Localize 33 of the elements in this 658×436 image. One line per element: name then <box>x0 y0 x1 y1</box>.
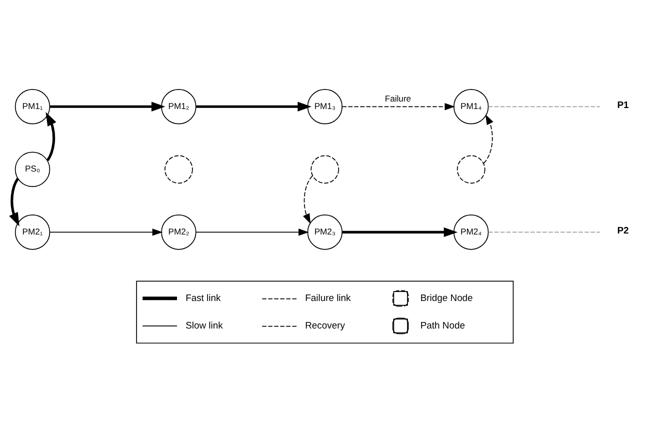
legend-label: Failure link <box>305 292 351 304</box>
node-circle: PS₀ <box>14 152 50 188</box>
node-circle <box>456 155 486 184</box>
legend-label: Path Node <box>420 320 465 332</box>
arrow <box>46 112 56 162</box>
node-circle: PM1₂ <box>161 89 196 124</box>
legend-label: Fast link <box>186 292 221 304</box>
arrow <box>483 114 494 164</box>
legend-label: Recovery <box>305 320 345 332</box>
arrow <box>50 102 166 112</box>
legend-label: Slow link <box>186 320 223 332</box>
node-circle: PM1₄ <box>453 89 489 124</box>
node-circle: PM2₂ <box>161 214 196 250</box>
node-text: P1 <box>617 100 629 112</box>
arrow <box>196 102 312 112</box>
node-text: P2 <box>617 226 629 237</box>
arrow <box>9 178 20 226</box>
connector <box>488 106 600 108</box>
legend-label: Bridge Node <box>420 292 473 304</box>
connector <box>488 232 600 233</box>
node-circle <box>164 155 193 184</box>
arrow <box>342 103 456 110</box>
edge-label: Failure <box>384 93 412 104</box>
node-circle: PM1₁ <box>14 89 50 124</box>
node-circle: PM2₃ <box>307 214 343 250</box>
node-circle: PM2₄ <box>453 214 489 250</box>
arrow <box>342 227 458 238</box>
arrow <box>50 228 163 236</box>
arrow <box>196 228 309 236</box>
node-circle <box>310 155 340 184</box>
node-circle: PM1₃ <box>307 89 343 124</box>
arrow <box>302 175 313 224</box>
node-circle: PM2₁ <box>14 214 50 250</box>
